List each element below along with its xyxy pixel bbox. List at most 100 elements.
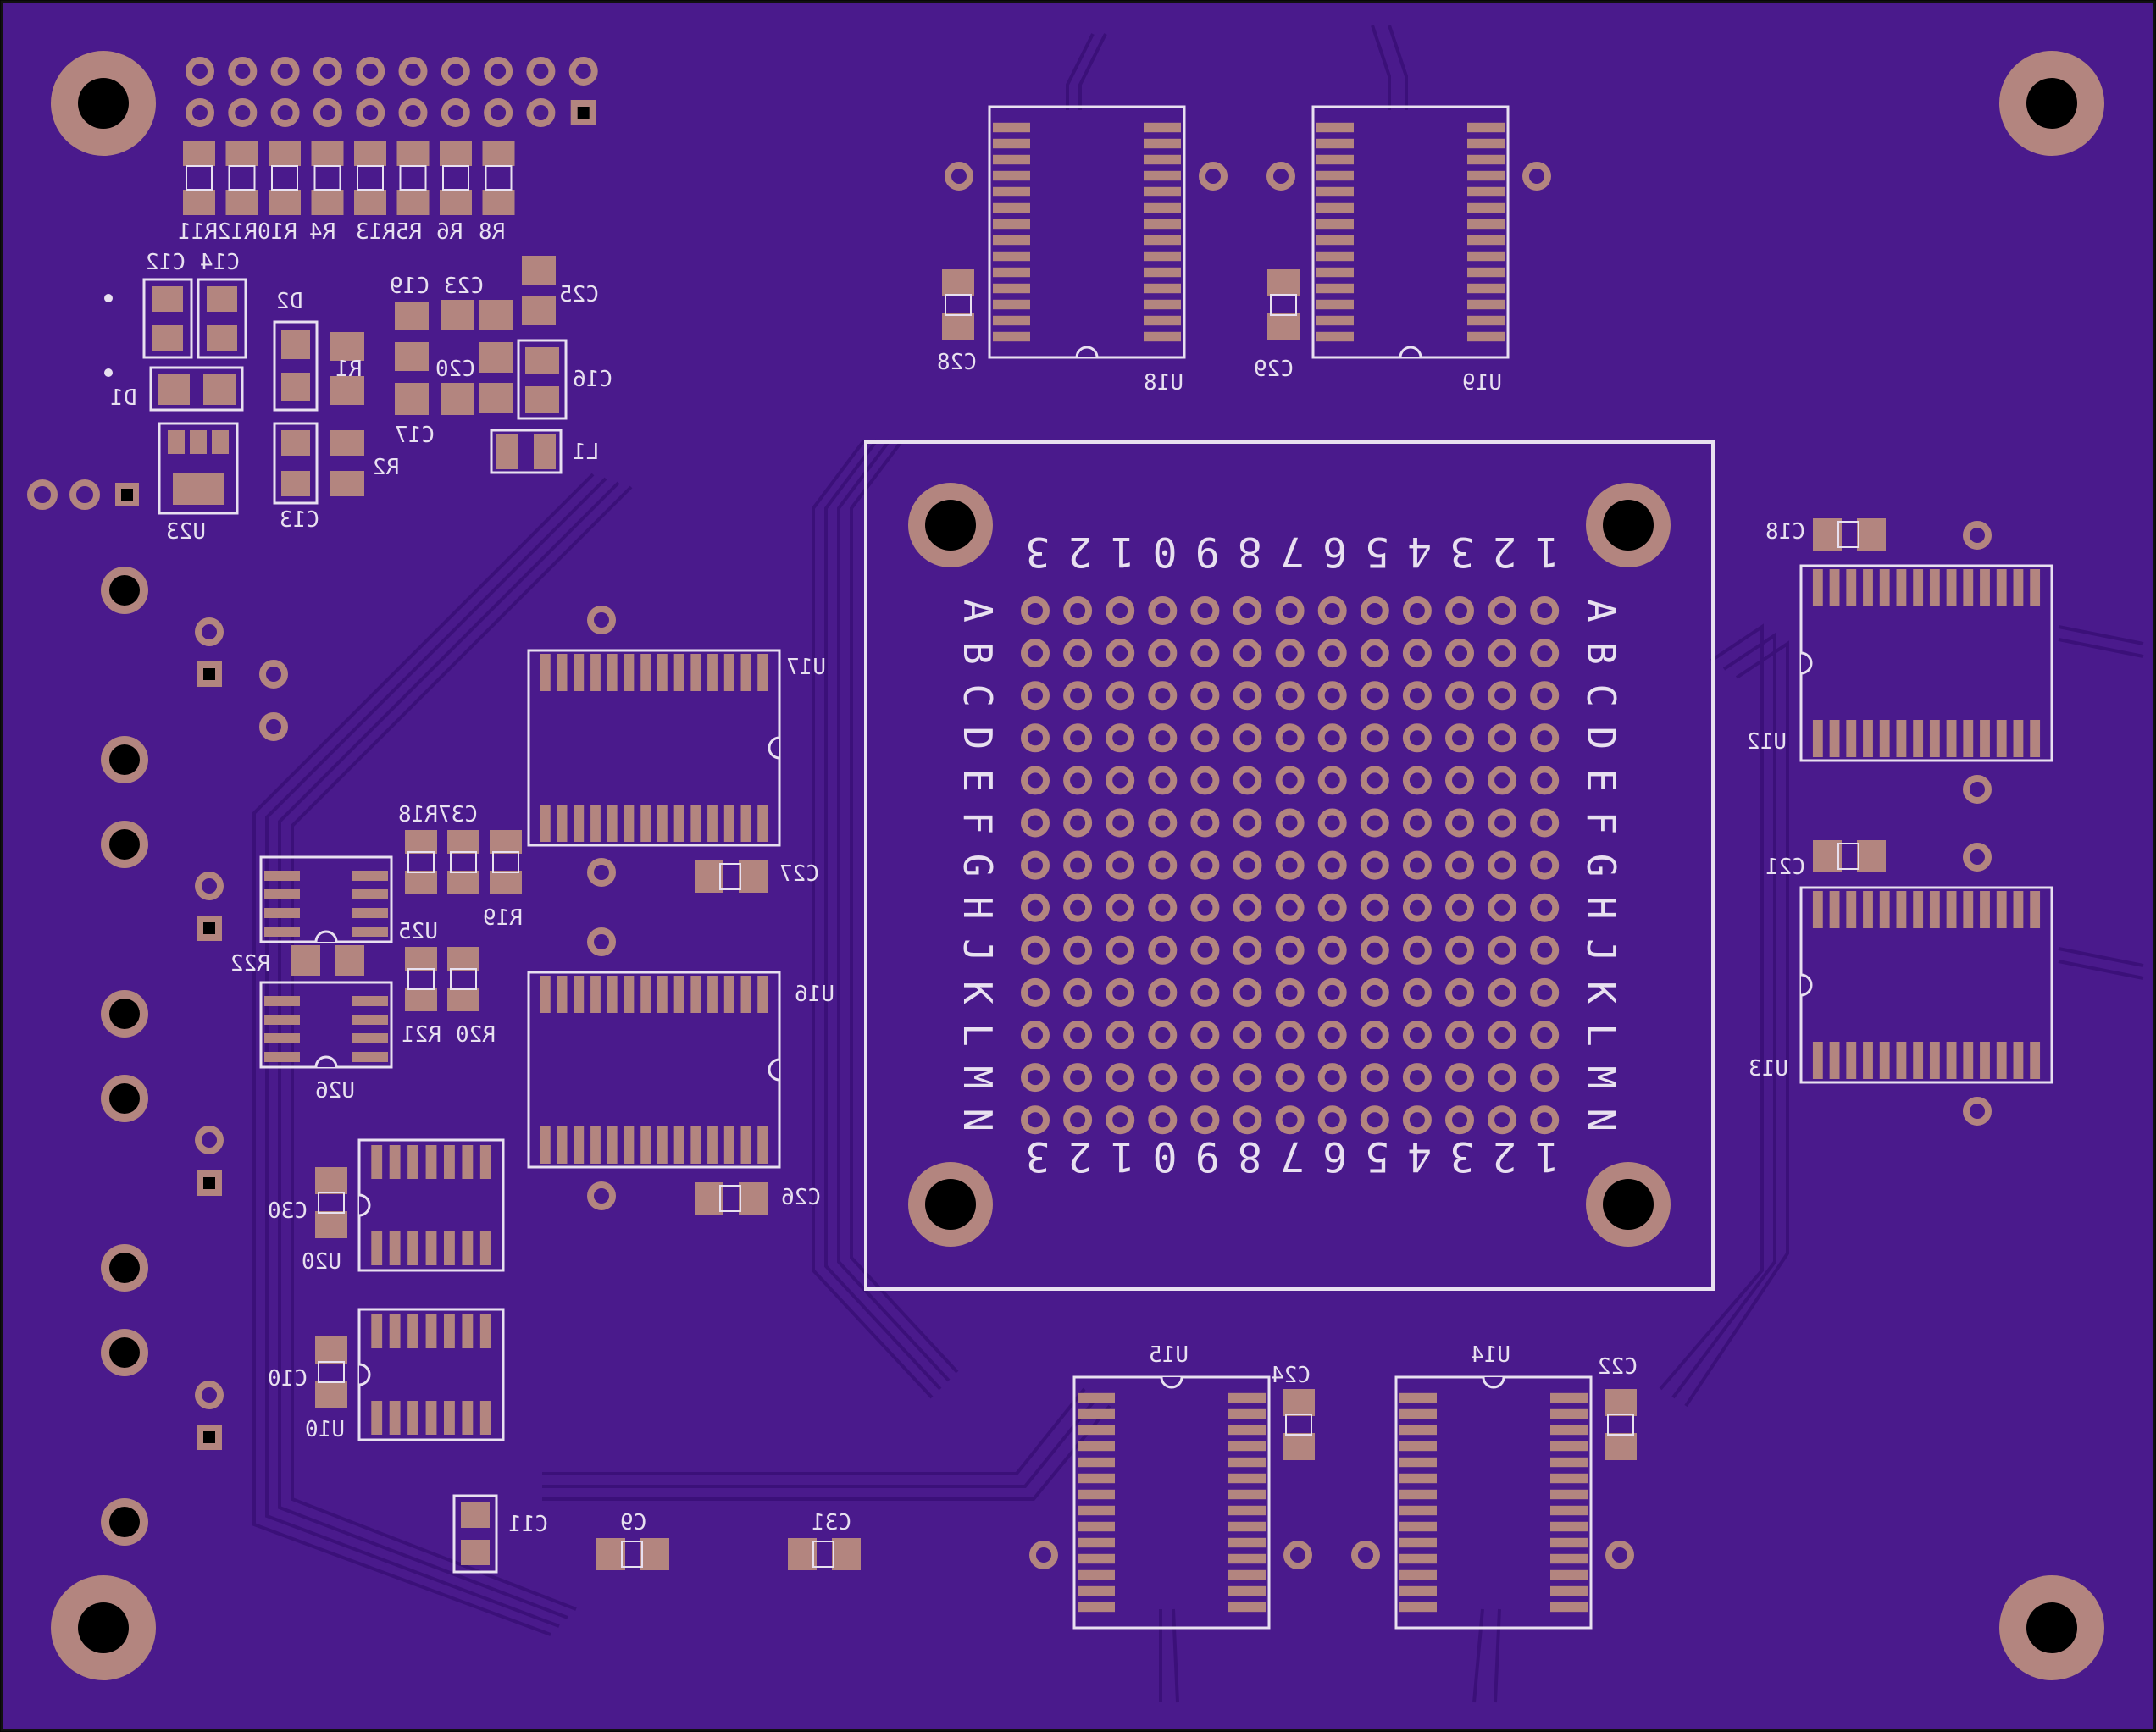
ic-vertical	[1311, 105, 1510, 359]
label-c16: C16	[573, 367, 612, 392]
proto-hole	[1106, 808, 1135, 838]
grid-col-label: 9	[1195, 528, 1220, 575]
proto-hole	[1530, 766, 1560, 795]
capacitor	[1813, 518, 1886, 551]
resistor-pad	[269, 141, 301, 166]
proto-hole	[1275, 1063, 1305, 1093]
capacitor	[1283, 1389, 1315, 1460]
proto-hole	[1360, 766, 1389, 795]
proto-hole	[1190, 639, 1220, 668]
grid-col-label: 5	[1365, 1132, 1389, 1180]
proto-hole	[1106, 681, 1135, 711]
proto-hole	[1063, 723, 1093, 753]
proto-hole	[1275, 977, 1305, 1007]
grid-row-label: L	[1578, 1023, 1624, 1047]
proto-hole	[1233, 766, 1262, 795]
capacitor	[942, 269, 974, 340]
proto-hole	[1063, 850, 1093, 880]
proto-hole	[1190, 723, 1220, 753]
label-u15: U15	[1149, 1342, 1189, 1368]
resistor-pad	[396, 190, 430, 215]
label-r19: R19	[483, 905, 523, 931]
via	[587, 858, 616, 887]
proto-hole	[1233, 596, 1262, 625]
proto-hole	[1445, 681, 1474, 711]
label-r2: R2	[373, 455, 399, 480]
resistor-pad	[482, 141, 515, 166]
proto-hole	[1275, 850, 1305, 880]
proto-hole	[1233, 850, 1262, 880]
via	[587, 606, 616, 634]
proto-hole	[1317, 723, 1347, 753]
grid-col-label: 0	[1153, 1132, 1178, 1180]
proto-hole	[1233, 977, 1262, 1007]
pin-header-top	[186, 57, 598, 127]
grid-row-label: H	[955, 896, 1000, 920]
proto-hole	[1488, 1021, 1517, 1049]
proto-hole	[1021, 893, 1050, 922]
proto-hole	[1360, 935, 1389, 965]
grid-row-label: A	[955, 599, 1000, 623]
proto-hole	[1106, 723, 1135, 753]
grid-col-label: 1	[1535, 528, 1560, 575]
label-r10r12r11: R10R12R11	[178, 219, 297, 245]
proto-hole	[1402, 850, 1432, 880]
proto-hole	[1402, 935, 1432, 965]
proto-hole	[1530, 850, 1560, 880]
proto-hole	[1445, 935, 1474, 965]
via	[1963, 521, 1992, 550]
proto-hole	[1445, 850, 1474, 880]
label-c24: C24	[1271, 1363, 1311, 1388]
label-u16: U16	[795, 982, 834, 1007]
label-r5r13: R5R13	[356, 219, 422, 245]
proto-hole	[1488, 850, 1517, 880]
label-c25: C25	[559, 282, 599, 307]
proto-hole	[1021, 1105, 1050, 1135]
proto-hole	[1360, 808, 1389, 838]
resistor-pad	[183, 141, 215, 166]
proto-area-outline	[864, 440, 1715, 1291]
header-pin	[313, 57, 342, 86]
proto-hole	[1530, 977, 1560, 1007]
grid-col-label: 6	[1322, 528, 1347, 575]
capacitor	[596, 1538, 669, 1570]
proto-hole	[1148, 681, 1178, 711]
proto-hole	[1402, 808, 1432, 838]
proto-hole	[1530, 935, 1560, 965]
label-r22: R22	[230, 951, 270, 977]
header-pin	[398, 98, 428, 127]
proto-hole	[1275, 1105, 1305, 1135]
proto-hole	[1317, 850, 1347, 880]
proto-hole	[1148, 639, 1178, 668]
proto-hole	[1530, 808, 1560, 838]
grid-row-label: G	[955, 854, 1000, 877]
header-pin	[270, 98, 300, 127]
proto-hole	[1402, 723, 1432, 753]
proto-hole	[1402, 977, 1432, 1007]
proto-hole	[1106, 1063, 1135, 1093]
grid-col-label: 1	[1535, 1132, 1560, 1180]
proto-hole	[1402, 1063, 1432, 1093]
label-d2: D2	[276, 289, 302, 314]
proto-hole	[1106, 1021, 1135, 1049]
proto-hole	[1445, 766, 1474, 795]
header-pin	[228, 57, 258, 86]
proto-hole	[1063, 1105, 1093, 1135]
grid-col-label: 0	[1153, 528, 1178, 575]
grid-row-label: M	[955, 1065, 1000, 1089]
proto-hole	[1275, 935, 1305, 965]
grid-col-label: 2	[1492, 1132, 1516, 1180]
proto-hole	[1488, 681, 1517, 711]
proto-hole	[1021, 681, 1050, 711]
grid-col-label: 7	[1280, 528, 1305, 575]
capacitor	[1813, 840, 1886, 872]
proto-hole	[1021, 977, 1050, 1007]
proto-hole	[1106, 935, 1135, 965]
label-u17: U17	[786, 655, 826, 680]
proto-hole	[1488, 639, 1517, 668]
proto-hole	[1360, 893, 1389, 922]
proto-hole	[1360, 596, 1389, 625]
resistor-pad	[183, 190, 215, 215]
resistor-pad	[354, 141, 386, 166]
proto-hole	[1445, 596, 1474, 625]
